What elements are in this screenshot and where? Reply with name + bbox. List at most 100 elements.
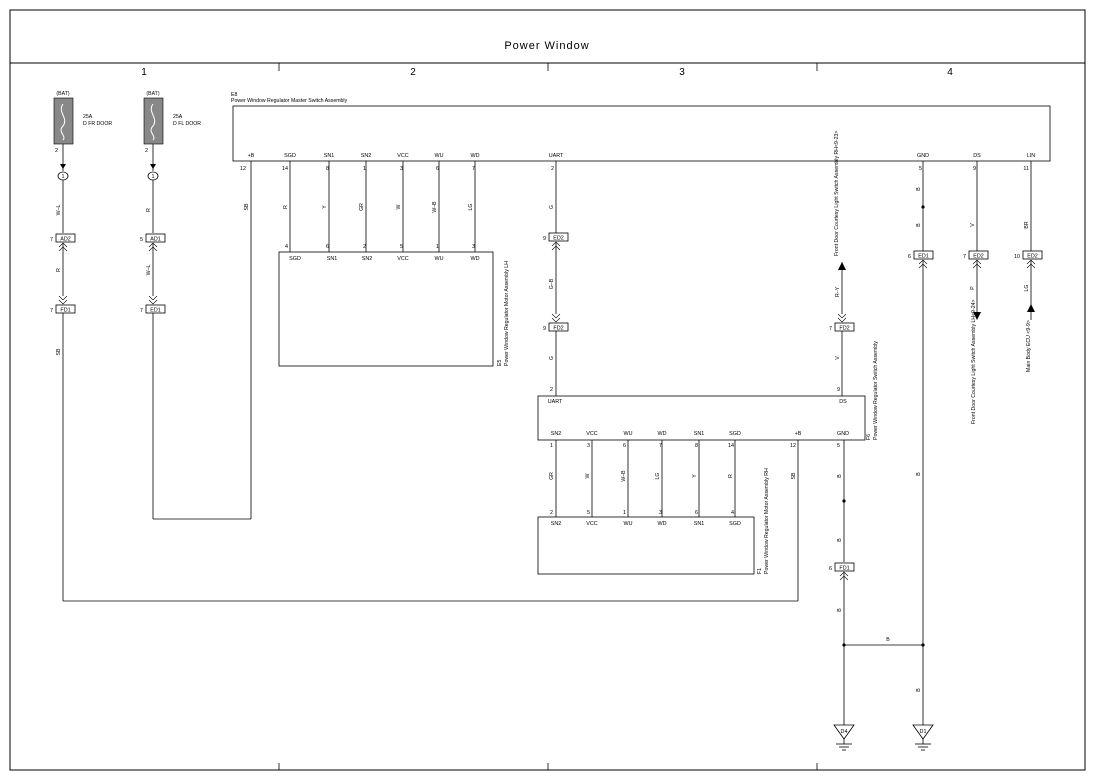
svg-text:D1: D1 <box>920 729 927 735</box>
svg-text:8: 8 <box>695 443 698 449</box>
svg-text:LG: LG <box>1024 285 1030 292</box>
svg-text:W–L: W–L <box>146 265 152 276</box>
svg-text:2: 2 <box>551 166 554 172</box>
svg-text:7: 7 <box>50 308 53 314</box>
pin-name: SGD <box>284 153 296 159</box>
circuit-uart: G 9 ED2 G–B 9 FD2 G <box>543 161 569 396</box>
pin-name: +B <box>795 431 802 437</box>
circuit-courtesy-lh: V 7 ED2 P Front Door Courtesy Light Swit… <box>963 161 989 424</box>
svg-text:5: 5 <box>140 237 143 243</box>
external-component-label: Front Door Courtesy Light Switch Assembl… <box>971 299 977 424</box>
svg-text:W–L: W–L <box>56 205 62 216</box>
svg-text:7: 7 <box>140 308 143 314</box>
pin-name: SN2 <box>551 431 562 437</box>
svg-text:GR: GR <box>549 472 555 480</box>
svg-text:Y: Y <box>692 474 698 478</box>
circuit-lin: BR 10 ED2 LG Main Body ECU <9-9> <box>1014 161 1043 372</box>
svg-text:ED1: ED1 <box>918 254 929 260</box>
svg-text:2: 2 <box>363 244 366 250</box>
svg-text:6: 6 <box>326 244 329 250</box>
svg-text:V: V <box>970 223 976 227</box>
svg-text:7: 7 <box>472 166 475 172</box>
svg-text:F1: F1 <box>757 568 763 574</box>
svg-text:3: 3 <box>587 443 590 449</box>
pin-name: SN2 <box>551 521 562 527</box>
svg-text:ED2: ED2 <box>553 236 564 242</box>
svg-text:2: 2 <box>145 148 148 154</box>
svg-text:2: 2 <box>55 148 58 154</box>
svg-text:3: 3 <box>400 166 403 172</box>
svg-text:W: W <box>396 204 402 209</box>
svg-text:6: 6 <box>829 566 832 572</box>
pin-name: GND <box>917 153 929 159</box>
pin-name: WU <box>435 256 444 262</box>
svg-text:FD2: FD2 <box>839 326 849 332</box>
svg-text:12: 12 <box>790 443 796 449</box>
pin-name: VCC <box>586 521 597 527</box>
circuit-lh-motor: R Y GR W W–B LG <box>283 161 476 252</box>
pin-name: +B <box>248 153 255 159</box>
svg-text:Y: Y <box>322 205 328 209</box>
svg-text:2: 2 <box>550 387 553 393</box>
svg-text:B: B <box>837 538 843 542</box>
svg-text:LG: LG <box>655 473 661 480</box>
svg-text:1: 1 <box>550 443 553 449</box>
svg-text:R: R <box>56 268 62 272</box>
diagram-frame <box>9 9 1086 771</box>
svg-text:FD2: FD2 <box>553 326 563 332</box>
fuse-d-fr-door: (BAT) 25A D FR DOOR 2 1 <box>53 91 112 181</box>
svg-text:5: 5 <box>837 443 840 449</box>
svg-text:GR: GR <box>359 203 365 211</box>
pin-name: SN2 <box>362 256 373 262</box>
svg-text:25A: 25A <box>83 114 93 120</box>
svg-text:E8: E8 <box>231 92 237 98</box>
svg-text:1: 1 <box>436 244 439 250</box>
svg-text:B: B <box>837 608 843 612</box>
pin-name: SN2 <box>361 153 372 159</box>
pin-name: SGD <box>289 256 301 262</box>
svg-text:1: 1 <box>623 510 626 516</box>
svg-text:7: 7 <box>659 443 662 449</box>
circuit-fr-door-power: W–L 7 AD2 R 7 FD1 SB <box>50 180 798 602</box>
svg-text:BR: BR <box>1024 221 1030 228</box>
svg-text:AD2: AD2 <box>60 237 71 243</box>
svg-text:5: 5 <box>587 510 590 516</box>
pin-name: VCC <box>397 256 408 262</box>
svg-text:B: B <box>886 637 890 643</box>
pin-name: SN1 <box>324 153 335 159</box>
pin-name: SGD <box>729 521 741 527</box>
svg-text:D4: D4 <box>841 729 848 735</box>
diagram-title: Power Window <box>504 40 589 52</box>
column-number: 3 <box>679 67 685 78</box>
svg-text:R–Y: R–Y <box>835 286 841 297</box>
pin-name: DS <box>839 399 847 405</box>
switch-rh-f6: 2 9 UART DS SN2 VCC WU WD SN1 SGD +B GND… <box>537 341 879 449</box>
pin-name: UART <box>549 153 564 159</box>
pin-name: WD <box>658 521 667 527</box>
ground-d1: D1 <box>912 724 934 751</box>
svg-text:5: 5 <box>400 244 403 250</box>
svg-text:9: 9 <box>837 387 840 393</box>
svg-text:F6: F6 <box>866 434 872 440</box>
svg-text:Power Window Regulator Motor A: Power Window Regulator Motor Assembly LH <box>504 261 510 366</box>
pin-name: DS <box>973 153 981 159</box>
svg-text:R: R <box>728 474 734 478</box>
master-switch-e8: E8 Power Window Regulator Master Switch … <box>231 92 1051 172</box>
svg-text:14: 14 <box>282 166 288 172</box>
pin-name: SGD <box>729 431 741 437</box>
pin-name: WU <box>435 153 444 159</box>
svg-text:Power Window Regulator Switch: Power Window Regulator Switch Assembly <box>873 341 879 440</box>
svg-text:7: 7 <box>829 326 832 332</box>
svg-text:R: R <box>283 205 289 209</box>
svg-text:W–B: W–B <box>621 470 627 482</box>
svg-text:7: 7 <box>963 254 966 260</box>
svg-text:FD1: FD1 <box>60 308 70 314</box>
pin-name: SN1 <box>327 256 338 262</box>
svg-text:G: G <box>549 205 555 209</box>
circuit-courtesy-rh: Front Door Courtesy Light Switch Assembl… <box>829 131 855 396</box>
svg-text:SB: SB <box>56 348 62 355</box>
svg-text:4: 4 <box>285 244 288 250</box>
svg-text:ED2: ED2 <box>973 254 984 260</box>
svg-text:9: 9 <box>973 166 976 172</box>
circuit-gnd-master: B B 6 ED1 B B <box>908 161 934 725</box>
